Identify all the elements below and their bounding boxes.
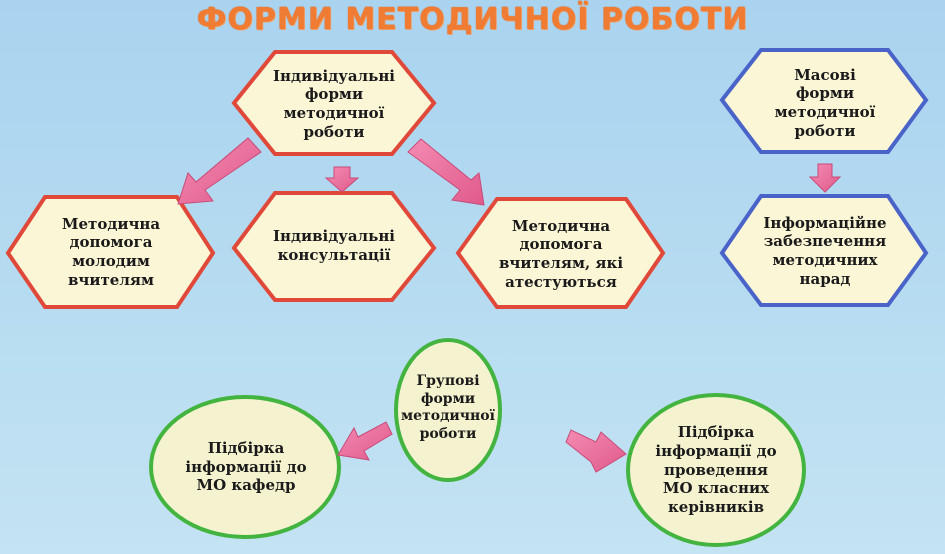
individual-child-2-label: Індивідуальні консультації xyxy=(273,227,395,264)
group-left-circle xyxy=(149,395,341,539)
group-left-label: Підбірка інформації до МО кафедр xyxy=(185,438,307,495)
individual-child-3-hexagon xyxy=(455,197,666,309)
group-right-label: Підбірка інформації до проведення МО кла… xyxy=(655,423,777,517)
group-right-circle xyxy=(626,393,806,547)
individual-child-1-label: Методична допомога молодим вчителям xyxy=(61,214,161,289)
arrow-to-group-right xyxy=(565,429,627,473)
individual-root-label: Індивідуальні форми методичної роботи xyxy=(273,66,395,141)
group-root-label: Групові форми методичної роботи xyxy=(401,373,495,442)
group-root-circle xyxy=(394,338,502,482)
arrow-to-child-1 xyxy=(177,137,262,205)
individual-child-1-hexagon xyxy=(5,195,216,309)
arrow-to-child-2 xyxy=(324,166,360,193)
individual-root-hexagon xyxy=(231,50,437,156)
arrow-to-mass-child xyxy=(808,163,842,193)
arrow-to-child-3 xyxy=(407,138,485,206)
individual-child-2-hexagon xyxy=(231,191,437,302)
mass-root-hexagon xyxy=(719,48,929,154)
diagram-title: ФОРМИ МЕТОДИЧНОЇ РОБОТИ xyxy=(196,2,749,37)
mass-child-label: Інформаційне забезпечення методичних нар… xyxy=(763,213,887,288)
arrow-to-group-left xyxy=(337,421,393,461)
mass-root-label: Масові форми методичної роботи xyxy=(774,65,876,140)
individual-child-3-label: Методична допомога вчителям, які атестую… xyxy=(498,216,624,291)
mass-child-hexagon xyxy=(719,194,929,307)
